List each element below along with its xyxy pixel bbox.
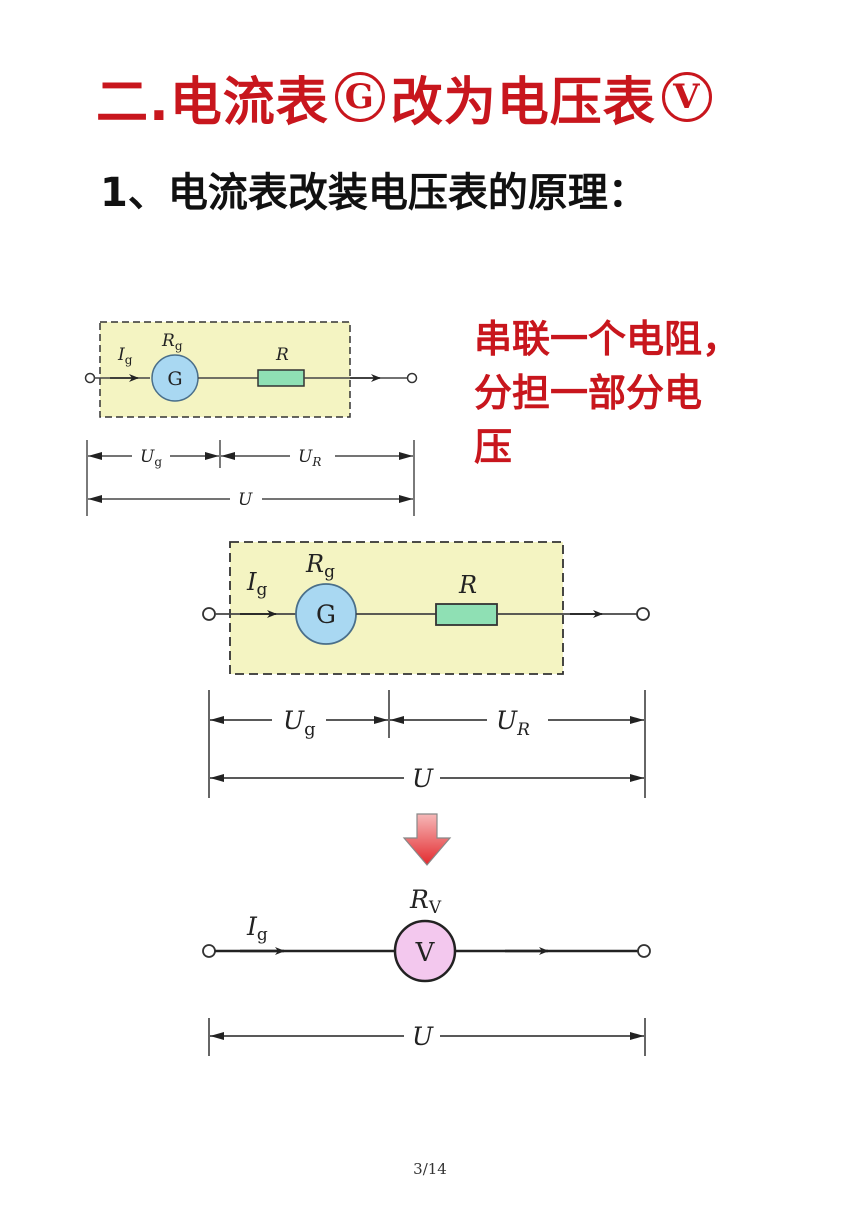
small-dashed-box bbox=[99, 321, 351, 418]
small-resistor bbox=[257, 369, 305, 387]
large-ug-label: Ug bbox=[283, 706, 316, 740]
voltmeter-resistance: RV bbox=[409, 885, 442, 918]
small-galvanometer-symbol: G bbox=[167, 368, 182, 390]
large-left-terminal bbox=[202, 607, 216, 621]
volt-current-label: Ig bbox=[246, 912, 268, 945]
note-line-1: 串联一个电阻， bbox=[474, 317, 741, 361]
volt-left-terminal bbox=[202, 944, 216, 958]
large-resistor bbox=[435, 603, 498, 626]
title-prefix: 二. bbox=[96, 72, 170, 133]
large-ur-label: UR bbox=[496, 706, 530, 740]
voltmeter-symbol-badge: V bbox=[661, 72, 712, 122]
note-line-3: 压 bbox=[474, 425, 513, 469]
large-circuit: Ig G Rg R Ug UR U bbox=[202, 541, 650, 798]
galvanometer-symbol-badge: G bbox=[334, 72, 385, 122]
large-dashed-box bbox=[229, 541, 564, 675]
small-circuit: Ig G Rg R Ug UR U bbox=[84, 321, 418, 516]
large-u-label: U bbox=[412, 764, 434, 793]
large-galvanometer-resistance: Rg bbox=[305, 550, 335, 582]
small-galvanometer-resistance: Rg bbox=[161, 331, 183, 353]
volt-right-terminal bbox=[637, 944, 651, 958]
section-heading: 1、电流表改装电压表的原理： bbox=[100, 170, 648, 216]
small-left-terminal bbox=[84, 372, 96, 384]
voltmeter-circuit: Ig V RV U bbox=[202, 885, 651, 1056]
small-ug-label: Ug bbox=[140, 447, 162, 469]
large-current-label: Ig bbox=[246, 568, 267, 600]
down-arrow-icon bbox=[402, 813, 452, 866]
volt-u-label: U bbox=[412, 1022, 434, 1051]
page-number: 3/14 bbox=[413, 1160, 447, 1178]
title-part1: 电流表 bbox=[169, 72, 329, 133]
annotation-note: 串联一个电阻， 分担一部分电 压 bbox=[474, 312, 774, 474]
large-resistor-label: R bbox=[458, 571, 477, 599]
page-title: 二. 电流表 G 改为电压表 V bbox=[96, 62, 718, 133]
large-galvanometer-symbol: G bbox=[316, 600, 336, 629]
small-current-label: Ig bbox=[117, 345, 133, 367]
title-part2: 改为电压表 bbox=[390, 72, 656, 133]
small-u-label: U bbox=[238, 490, 253, 510]
voltmeter-symbol: V bbox=[415, 938, 436, 968]
small-resistor-label: R bbox=[275, 345, 289, 365]
small-right-terminal bbox=[406, 372, 418, 384]
small-ur-label: UR bbox=[298, 447, 321, 469]
large-right-terminal bbox=[636, 607, 650, 621]
note-line-2: 分担一部分电 bbox=[474, 371, 703, 415]
